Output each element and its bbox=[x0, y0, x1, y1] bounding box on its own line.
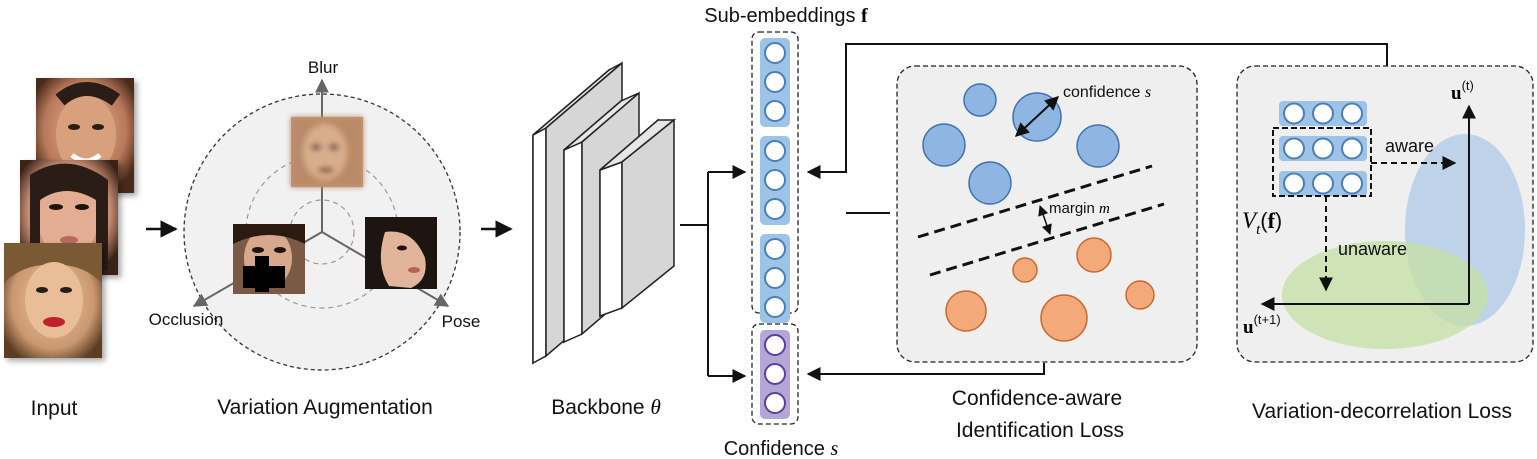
embedding-row-unit bbox=[1312, 137, 1334, 160]
embedding-row-unit bbox=[1312, 102, 1334, 125]
u-t1-label: u(t+1) bbox=[1243, 312, 1281, 338]
margin-annotation: margin m bbox=[1049, 200, 1110, 217]
sub-embedding-unit bbox=[764, 71, 786, 93]
identification-loss-label-line2: Identification Loss bbox=[956, 419, 1124, 442]
confidence-radius-arrow bbox=[1014, 96, 1060, 137]
decorrelation-loss-panel: aware unaware u(t) u(t+1) Vt(f) bbox=[1236, 65, 1534, 363]
embedding-row-unit bbox=[1341, 102, 1363, 125]
confidence-label: Confidence s bbox=[724, 438, 839, 459]
embedding-row-unit bbox=[1341, 137, 1363, 160]
backbone-output-connector bbox=[680, 165, 747, 383]
sub-embedding-unit bbox=[764, 296, 786, 318]
occlusion-label: Occlusion bbox=[149, 310, 224, 329]
blur-label: Blur bbox=[308, 58, 339, 77]
confidence-unit bbox=[764, 334, 786, 356]
sub-embedding-unit bbox=[764, 198, 786, 220]
input-face-3 bbox=[4, 243, 102, 358]
embedding-row-unit bbox=[1312, 172, 1334, 195]
embedding-row-unit bbox=[1283, 137, 1305, 160]
embedding-row-unit bbox=[1283, 102, 1305, 125]
confidence-unit bbox=[764, 363, 786, 385]
sub-embedding-unit bbox=[764, 140, 786, 162]
sub-embedding-groups bbox=[760, 38, 790, 323]
v-t-f-label: Vt(f) bbox=[1242, 208, 1282, 238]
u-t-label: u(t) bbox=[1451, 78, 1474, 104]
margin-arrow bbox=[1038, 205, 1052, 235]
occluded-face-sample bbox=[233, 224, 305, 294]
embedding-rows bbox=[1279, 101, 1367, 196]
input-label: Input bbox=[31, 397, 78, 420]
confidence-units bbox=[760, 330, 790, 419]
backbone-layer-3 bbox=[599, 118, 677, 318]
feedback-connectors bbox=[806, 43, 1388, 381]
unaware-label: unaware bbox=[1338, 239, 1407, 259]
sub-embedding-unit bbox=[764, 100, 786, 122]
decision-boundary-upper bbox=[917, 164, 1153, 239]
blurred-face-sample bbox=[291, 117, 363, 187]
sub-embedding-unit bbox=[764, 42, 786, 64]
confidence-container bbox=[751, 323, 799, 425]
sub-embedding-unit bbox=[764, 169, 786, 191]
confidence-unit bbox=[764, 392, 786, 414]
input-faces bbox=[4, 78, 134, 358]
occlusion-block-horizontal bbox=[243, 266, 285, 288]
decision-boundary-lower bbox=[929, 202, 1165, 277]
sub-embedding-unit bbox=[764, 238, 786, 260]
identification-loss-panel: confidence s margin m bbox=[896, 65, 1198, 363]
sub-embeddings-label: Sub-embeddings f bbox=[704, 5, 868, 27]
embedding-row-unit bbox=[1341, 172, 1363, 195]
aware-label: aware bbox=[1385, 136, 1434, 156]
variation-augmentation-label: Variation Augmentation bbox=[217, 396, 433, 419]
backbone-network bbox=[532, 61, 677, 365]
pose-label: Pose bbox=[442, 312, 481, 331]
green-variation-ellipse bbox=[1282, 241, 1488, 349]
sub-embedding-unit bbox=[764, 267, 786, 289]
posed-face-sample bbox=[365, 217, 437, 289]
confidence-annotation: confidence s bbox=[1063, 84, 1151, 101]
variation-augmentation: Blur Occlusion Pose bbox=[149, 58, 481, 371]
decorrelation-loss-label: Variation-decorrelation Loss bbox=[1252, 400, 1512, 423]
identification-feedback-arrow bbox=[806, 363, 1045, 381]
identification-loss-label-line1: Confidence-aware bbox=[952, 387, 1122, 410]
backbone-label: Backbone θ bbox=[551, 395, 661, 419]
orange-class-samples bbox=[945, 237, 1155, 342]
decorrelation-feedback-arrow bbox=[806, 43, 1388, 179]
embedding-row-unit bbox=[1283, 172, 1305, 195]
